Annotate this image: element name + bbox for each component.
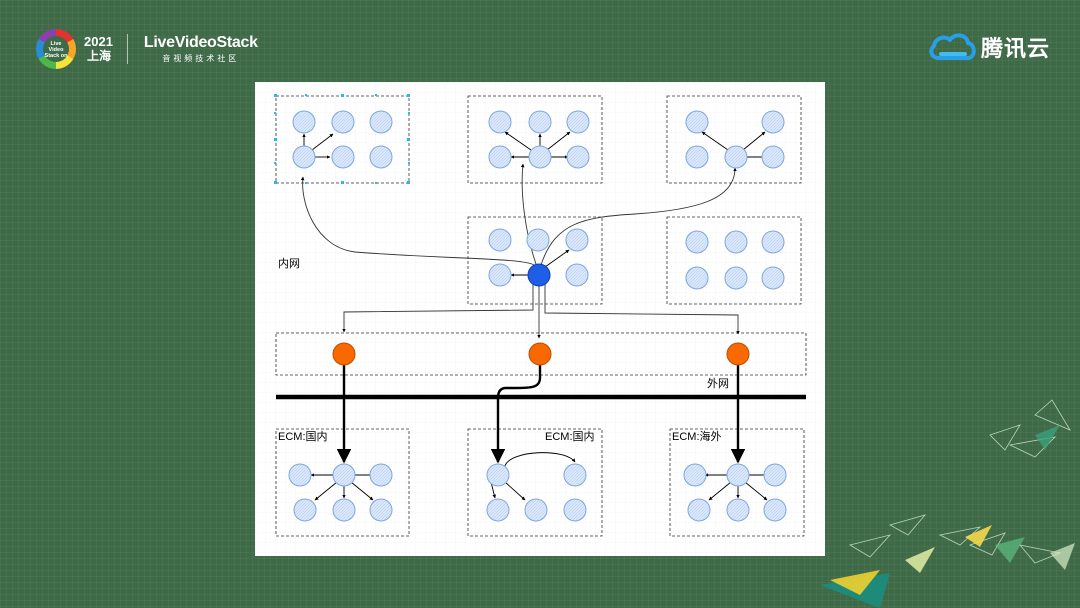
network-diagram: 内网 外网 ECM:国内 ECM:国内 ECM:海外 [255, 82, 825, 556]
ecm-box-2 [467, 428, 603, 537]
link-center-to-edge-1 [342, 278, 534, 333]
link-center-to-cluster-3 [540, 167, 737, 266]
link-center-to-cluster-2 [520, 163, 537, 265]
diagram-canvas: 内网 外网 ECM:国内 ECM:国内 ECM:海外 [255, 82, 825, 556]
selection-handles [274, 94, 410, 184]
event-logo-text: Live Video Stack on [43, 36, 69, 62]
brand-logo: LiveVideoStack 音视频技术社区 [144, 34, 258, 64]
decorative-triangles [820, 399, 1075, 608]
label-extranet: 外网 [707, 377, 729, 390]
event-city: 上海 [87, 49, 112, 63]
event-logo: Live Video Stack on [36, 29, 76, 69]
cluster-box-3 [666, 95, 802, 184]
cluster-box-2 [467, 95, 603, 184]
ecm-box-1 [275, 428, 410, 537]
link-center-to-edge-3 [544, 278, 740, 335]
link-edge-2-to-ecm-2 [490, 365, 542, 464]
tencent-cloud-icon [929, 33, 976, 60]
label-ecm-domestic-1: ECM:国内 [278, 429, 328, 443]
event-header: Live Video Stack on 2021 上海 LiveVideoSta… [36, 27, 258, 71]
link-center-to-cluster-1 [300, 176, 538, 269]
edge-node-3 [726, 342, 750, 366]
edge-node-1 [332, 342, 356, 366]
brand-tagline: 音视频技术社区 [162, 54, 240, 63]
edge-node-2 [528, 342, 552, 366]
label-intranet: 内网 [278, 256, 300, 270]
sponsor-logo: 腾讯云 [927, 28, 1050, 66]
label-ecm-overseas: ECM:海外 [672, 429, 722, 443]
event-year: 2021 [84, 34, 113, 49]
brand-name: LiveVideoStack [143, 34, 258, 51]
header-divider [126, 34, 128, 64]
label-ecm-domestic-2: ECM:国内 [545, 429, 595, 443]
cluster-box-center [467, 216, 603, 305]
event-date: 2021 上海 [84, 34, 113, 64]
hub-node [527, 263, 551, 287]
cluster-box-4 [666, 216, 802, 305]
sponsor-name: 腾讯云 [980, 36, 1050, 61]
